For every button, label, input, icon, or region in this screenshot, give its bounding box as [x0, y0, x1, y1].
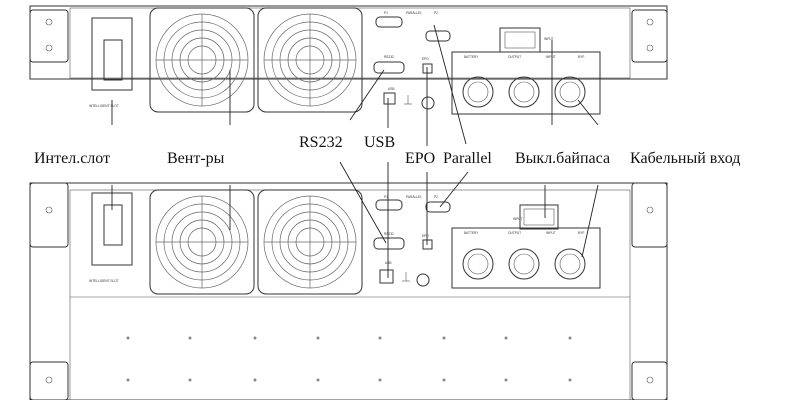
top-rs232-label: RS232: [384, 55, 394, 59]
top-parallel-port-1: [375, 16, 403, 28]
rs232-label: RS232: [299, 134, 343, 151]
top-terminal-block: [451, 51, 601, 115]
top-parallel-label: PARALLEL: [406, 11, 422, 15]
epo-label: EPO: [405, 150, 435, 167]
bottom-screw-dots: [126, 336, 572, 382]
top-fan-left: [149, 7, 255, 113]
bottom-ear-left: [29, 182, 69, 248]
fans-label: Вент-ры: [167, 150, 225, 167]
top-fan-right: [257, 7, 363, 113]
bottom-epo-label: EPO: [422, 234, 429, 238]
top-output-label: OUTPUT: [508, 55, 521, 59]
bottom-rs232-port: [373, 237, 405, 250]
intel-slot-label: Интел.слот: [34, 150, 110, 167]
top-intelligent-slot-label: INTELLIGENT SLOT: [89, 104, 119, 108]
top-chassis: [29, 5, 668, 80]
bottom-battery-label: BATTERY: [464, 231, 479, 235]
top-usb-label: USB: [388, 87, 395, 91]
bottom-fan-left: [149, 189, 255, 295]
bottom-byp-label: BYP: [578, 231, 584, 235]
top-bypass-switch: [499, 27, 541, 53]
top-input-term-label: INPUT: [546, 55, 556, 59]
bottom-output-label: OUTPUT: [508, 231, 521, 235]
bypass-label: Выкл.байпаса: [515, 150, 610, 167]
top-ground-icon: [421, 96, 435, 110]
bottom-rs232-label: RS232: [384, 232, 394, 236]
top-epo-label: EPO: [422, 57, 429, 61]
bottom-parallel-label: PARALLEL: [406, 195, 422, 199]
top-epo-port: [422, 63, 433, 74]
bottom-epo-port: [422, 239, 433, 250]
top-unit: INTELLIGENT SLOT P1 PARALLEL P2: [29, 5, 668, 115]
top-p2-label: P2: [434, 11, 438, 15]
bottom-fan-right: [257, 189, 363, 295]
bottom-intelligent-slot-label: INTELLIGENT SLOT: [89, 279, 119, 283]
bottom-p2-label: P2: [434, 195, 438, 199]
bottom-bypass-switch: [519, 204, 559, 230]
bottom-terminal-block: [451, 227, 601, 289]
bottom-chassis: [29, 182, 668, 400]
leader-lines: [111, 24, 599, 278]
top-intelligent-slot: [91, 17, 133, 91]
top-rs232-port: [373, 61, 405, 74]
top-battery-label: BATTERY: [464, 55, 479, 59]
top-byp-label: BYP: [578, 55, 584, 59]
bottom-input-term-label: INPUT: [546, 231, 556, 235]
bottom-ground-icon: [416, 273, 430, 287]
top-ear-right: [631, 9, 668, 63]
usb-label: USB: [364, 134, 395, 151]
cable-input-label: Кабельный вход: [630, 150, 740, 167]
bottom-parallel-port-1: [375, 199, 403, 211]
bottom-parallel-port-2: [425, 201, 451, 213]
bottom-p1-label: P1: [384, 195, 388, 199]
bottom-usb-port: [379, 269, 394, 284]
top-ear-left: [29, 9, 69, 63]
bottom-input-label: INPUT: [513, 217, 523, 221]
bottom-unit: INTELLIGENT SLOT P1 PARALLEL P2: [29, 182, 668, 400]
top-p1-label: P1: [384, 11, 388, 15]
top-input-label: INPUT: [544, 37, 554, 41]
bottom-ear-right: [631, 182, 668, 248]
parallel-label: Parallel: [443, 150, 492, 167]
top-usb-port: [383, 92, 396, 105]
